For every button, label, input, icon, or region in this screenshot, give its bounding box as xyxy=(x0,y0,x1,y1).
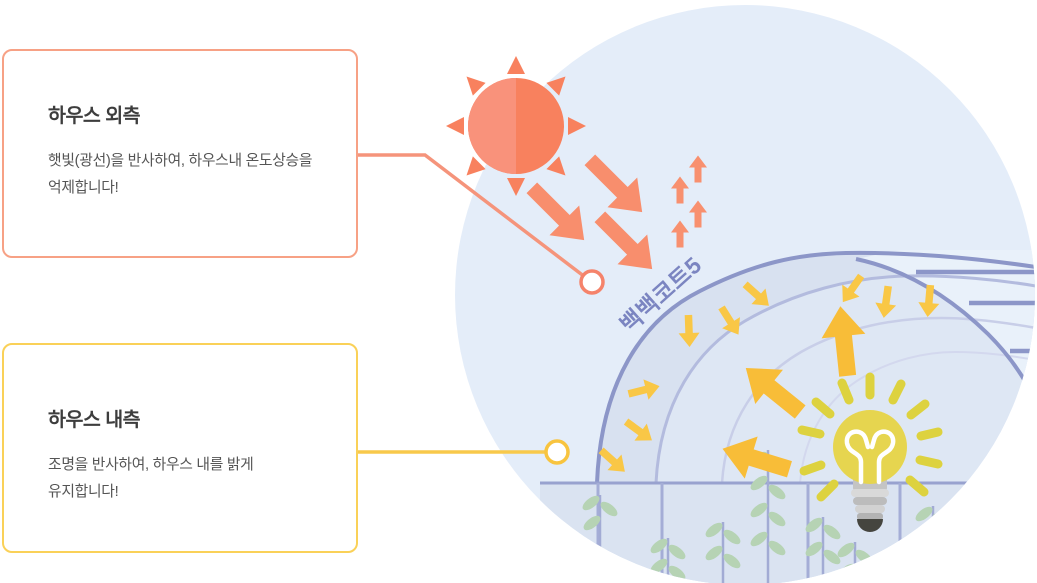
callout-interior-title: 하우스 내측 xyxy=(48,409,141,431)
exterior-connector xyxy=(358,153,605,295)
bulb-thread-2 xyxy=(853,497,887,505)
interior-connector-dot xyxy=(544,439,570,465)
sun-icon xyxy=(446,56,586,196)
far-side-fill xyxy=(856,250,1035,430)
bulb-rays xyxy=(797,372,943,502)
bulb-tip xyxy=(857,519,883,532)
callout-exterior-title: 하우스 외측 xyxy=(48,105,141,127)
callout-interior-body-line2: 유지합니다! xyxy=(48,484,119,501)
roof-outer-arc xyxy=(595,250,1035,484)
exterior-connector-line xyxy=(358,153,587,279)
roof-band-fill xyxy=(597,252,1035,483)
roof-rib-4 xyxy=(799,350,1035,484)
far-roof-slope xyxy=(855,257,1035,399)
ground-fill xyxy=(540,483,1035,583)
roof-rib-2 xyxy=(654,274,1035,484)
callout-exterior-body-line2: 억제합니다! xyxy=(48,180,119,197)
bulb-thread-4 xyxy=(857,513,883,520)
interior-connector xyxy=(358,439,570,465)
callout-interior-body-line1: 조명을 반사하여, 하우스 내를 밝게 xyxy=(48,457,254,473)
bulb-thread-3 xyxy=(855,505,885,513)
bulb-thread-1 xyxy=(851,489,889,497)
bulb-filament xyxy=(844,429,896,485)
sun-disc-left-half xyxy=(468,78,516,174)
callout-exterior-body-line1: 햇빛(광선)을 반사하여, 하우스내 온도상승을 xyxy=(48,153,313,169)
light-bulb-icon xyxy=(797,372,943,532)
exterior-connector-dot xyxy=(579,269,605,295)
